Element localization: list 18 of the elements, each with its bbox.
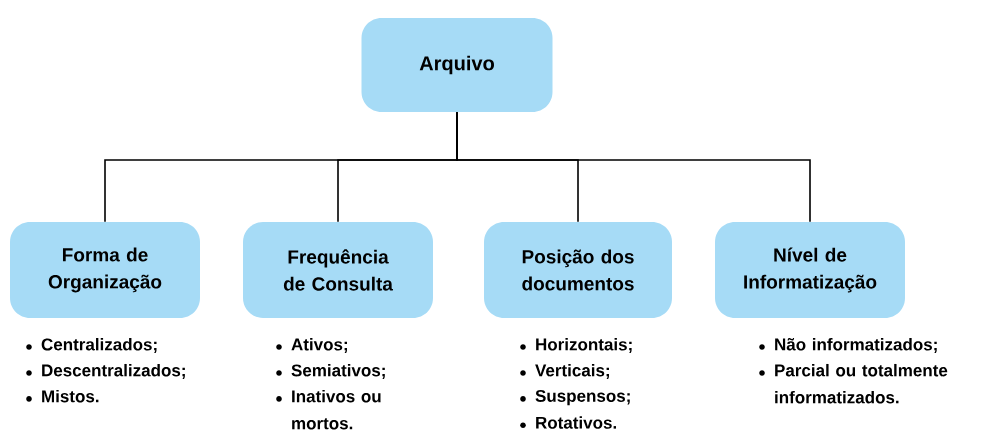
list-item: Inativos ou mortos. [292, 389, 381, 430]
list-item: Horizontais; [536, 338, 632, 353]
list-item: Ativos; [291, 338, 347, 353]
category-box: Arquivo [361, 18, 553, 112]
list-item: Mistos. [42, 389, 99, 403]
category-box: Forma de Organização [10, 222, 200, 318]
category-box: Nível de Informatização [715, 222, 905, 318]
list-item: Verticais; [535, 363, 609, 379]
category-box: Frequência de Consulta [243, 222, 433, 318]
list-item: Rotativos. [536, 416, 616, 429]
list-item: Não informatizados; [775, 338, 937, 353]
list-item: Centralizados; [41, 338, 157, 353]
list-item: Suspensos; [535, 389, 630, 406]
list-item: Semiativos; [291, 363, 385, 379]
list-item: Descentralizados; [42, 363, 185, 379]
category-box: Posição dos documentos [484, 222, 672, 318]
list-item: Parcial ou totalmente informatizados. [775, 363, 948, 404]
connector-line [456, 111, 811, 223]
